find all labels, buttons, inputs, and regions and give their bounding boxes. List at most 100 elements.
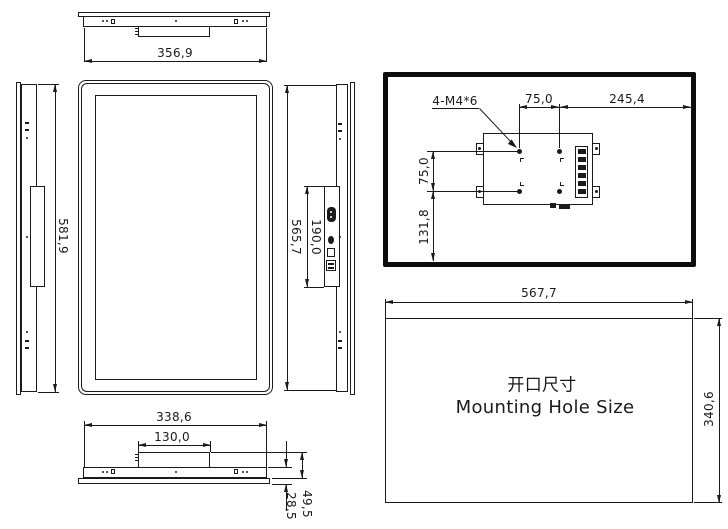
arrowhead: [431, 191, 435, 199]
detail-mark: [338, 130, 342, 132]
dim-line: [519, 107, 691, 108]
arrowhead: [84, 423, 92, 427]
ext-line: [304, 186, 324, 187]
vga-port-icon: [327, 207, 336, 222]
dim-label-bottom-body-width: 338,6: [156, 410, 192, 424]
connector-block: [578, 189, 586, 194]
vent-hole-mark: [102, 20, 104, 22]
dim-label-top-width: 356,9: [157, 46, 193, 60]
arrowhead: [53, 384, 57, 392]
serration-mark: [135, 31, 139, 32]
connector-strip: [575, 146, 588, 198]
arrowhead: [431, 183, 435, 191]
detail-mark: [25, 347, 29, 349]
connector-block: [578, 165, 586, 170]
vent-hole-mark: [242, 471, 244, 473]
serration-mark: [135, 28, 139, 29]
dim-line: [286, 484, 287, 511]
ext-line: [268, 467, 292, 468]
slot-mark: [234, 19, 238, 24]
dim-label-to-edge-right: 245,4: [609, 92, 645, 106]
mounting-hole-rect: [385, 318, 693, 503]
callout-underline: [432, 108, 479, 109]
ext-line: [519, 104, 520, 148]
detail-mark: [339, 138, 341, 140]
dim-label-hole-width: 567,7: [521, 286, 557, 300]
arrowhead: [431, 253, 435, 261]
connector-block: [578, 181, 586, 186]
arrowhead: [203, 443, 211, 447]
center-mark: [560, 158, 564, 162]
ext-line: [427, 151, 517, 152]
arrowhead: [431, 151, 435, 159]
detail-mark: [26, 331, 28, 333]
side-glass-edge: [350, 82, 355, 395]
ext-line: [38, 84, 59, 85]
vent-hole-mark: [242, 20, 244, 22]
vent-hole-mark: [106, 20, 108, 22]
vent-hole-mark: [246, 20, 248, 22]
front-inner-frame: [81, 83, 270, 392]
arrowhead: [519, 105, 527, 109]
ext-line: [694, 502, 722, 503]
ear-hole: [595, 147, 598, 150]
arrowhead: [284, 484, 288, 492]
vent-hole-mark: [102, 471, 104, 473]
dim-line: [433, 151, 434, 191]
usb-pin-mark: [328, 263, 334, 265]
serration-mark: [135, 34, 139, 35]
center-mark: [560, 182, 564, 186]
ext-line: [385, 299, 386, 318]
arrowhead: [259, 59, 267, 63]
ext-line: [272, 484, 292, 485]
dim-label-vesa-width: 75,0: [525, 92, 553, 106]
mounting-hole-title-zh: 开口尺寸: [507, 375, 577, 396]
detail-mark: [339, 331, 341, 333]
leader-arrow: [479, 108, 517, 148]
detail-mark: [25, 122, 29, 124]
center-mark: [520, 158, 524, 162]
dim-line: [84, 425, 267, 426]
power-port-icon: [328, 236, 334, 244]
ear-hole: [595, 190, 598, 193]
mounting-hole-title-en: Mounting Hole Size: [455, 397, 635, 418]
serration-mark: [135, 460, 139, 461]
ext-line: [272, 478, 307, 479]
ext-line: [694, 318, 722, 319]
arrowhead: [300, 452, 304, 460]
dim-line: [138, 445, 211, 446]
ear-hole: [478, 147, 481, 150]
slot-mark: [111, 469, 115, 474]
side-module: [30, 186, 45, 287]
ext-line: [559, 104, 560, 148]
ext-line: [266, 28, 267, 62]
ext-line: [84, 28, 85, 62]
detail-mark: [25, 129, 29, 131]
ext-line: [38, 392, 59, 393]
detail-mark: [338, 347, 342, 349]
arrowhead: [560, 105, 568, 109]
detail-mark: [339, 236, 341, 238]
ext-line: [427, 191, 517, 192]
vga-pin-mark: [330, 211, 332, 213]
arrowhead: [300, 470, 304, 478]
dim-line: [719, 318, 720, 503]
arrowhead: [717, 495, 721, 503]
arrowhead: [551, 105, 559, 109]
dim-line: [286, 441, 287, 467]
dim-line: [302, 452, 303, 478]
serration-mark: [135, 457, 139, 458]
detail-mark: [26, 137, 28, 139]
arrowhead: [284, 459, 288, 467]
connector-block: [578, 173, 586, 178]
arrowhead: [259, 423, 267, 427]
ext-line: [284, 85, 337, 86]
usb-port-icon: [326, 260, 336, 271]
bottom-nub: [559, 204, 570, 209]
